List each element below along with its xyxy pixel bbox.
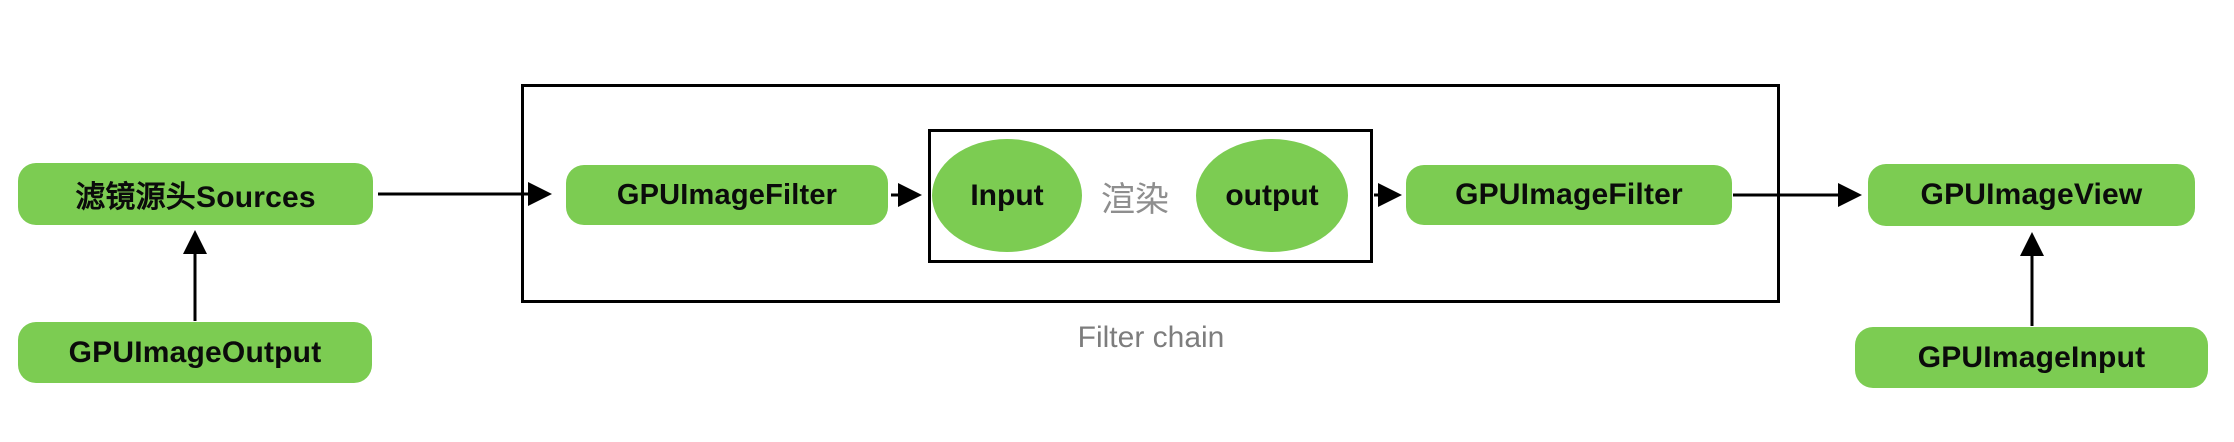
node-gpuimageinput: GPUImageInput [1855,327,2208,388]
node-gpuimagefilter-left: GPUImageFilter [566,165,888,225]
node-gpuimagefilter-left-label: GPUImageFilter [616,178,838,211]
render-frame [928,129,1373,263]
render-label: 渲染 [1082,176,1188,219]
ellipse-output-label: output [1225,178,1319,212]
ellipse-input: Input [932,139,1082,252]
ellipse-output: output [1196,139,1348,252]
node-gpuimageview: GPUImageView [1868,164,2195,226]
caption-filter-chain-text: Filter chain [1077,321,1225,354]
node-gpuimageinput-label: GPUImageInput [1917,340,2146,374]
node-gpuimageoutput: GPUImageOutput [18,322,372,383]
node-gpuimageoutput-label: GPUImageOutput [68,335,322,369]
ellipse-input-label: Input [970,178,1044,212]
node-sources-label: 滤镜源头Sources [75,181,316,214]
node-gpuimageview-label: GPUImageView [1920,178,2143,211]
node-gpuimagefilter-right-label: GPUImageFilter [1455,178,1683,211]
caption-filter-chain: Filter chain [1040,320,1262,356]
node-sources: 滤镜源头Sources [18,163,373,225]
node-gpuimagefilter-right: GPUImageFilter [1406,165,1732,225]
render-label-text: 渲染 [1101,180,1169,219]
